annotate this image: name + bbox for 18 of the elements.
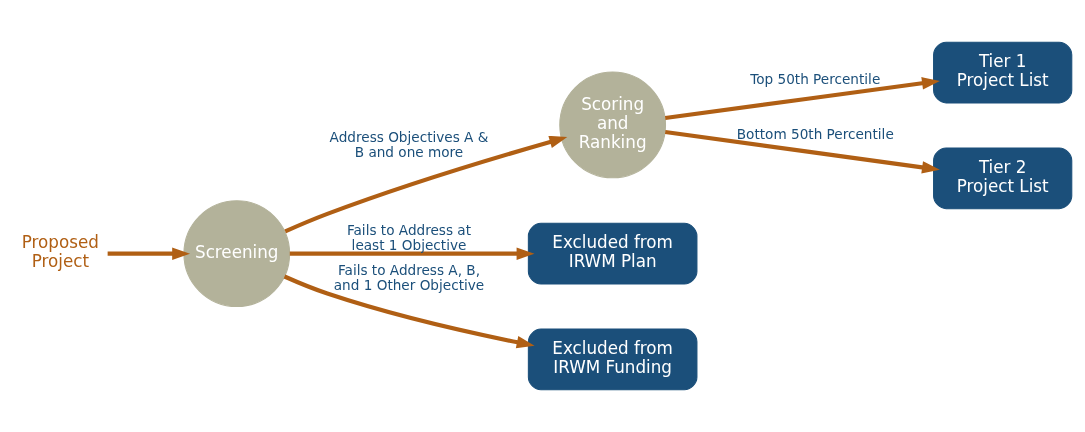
node-text: Proposed Project: [21, 232, 99, 272]
arrow: [283, 274, 535, 349]
arrow: [284, 135, 568, 234]
edge-label: Bottom 50th Percentile: [736, 125, 894, 142]
edge-label: Fails to Address A, B, and 1 Other Objective: [333, 262, 485, 293]
arrow: [664, 77, 940, 121]
node-circle: Scoring and Ranking: [559, 71, 667, 179]
node-box: Excluded from IRWM Funding: [527, 328, 698, 391]
node-box: Tier 2 Project List: [933, 147, 1073, 210]
edge-label: Top 50th Percentile: [750, 71, 881, 88]
arrow: [289, 247, 535, 260]
arrow: [107, 247, 191, 260]
node-box: Excluded from IRWM Plan: [527, 222, 698, 285]
edge-label: Address Objectives A & B and one more: [329, 129, 489, 160]
edge-label: Fails to Address at least 1 Objective: [346, 222, 472, 253]
node-circle: Screening: [183, 200, 291, 308]
arrow: [664, 129, 940, 174]
node-box: Tier 1 Project List: [933, 41, 1073, 104]
